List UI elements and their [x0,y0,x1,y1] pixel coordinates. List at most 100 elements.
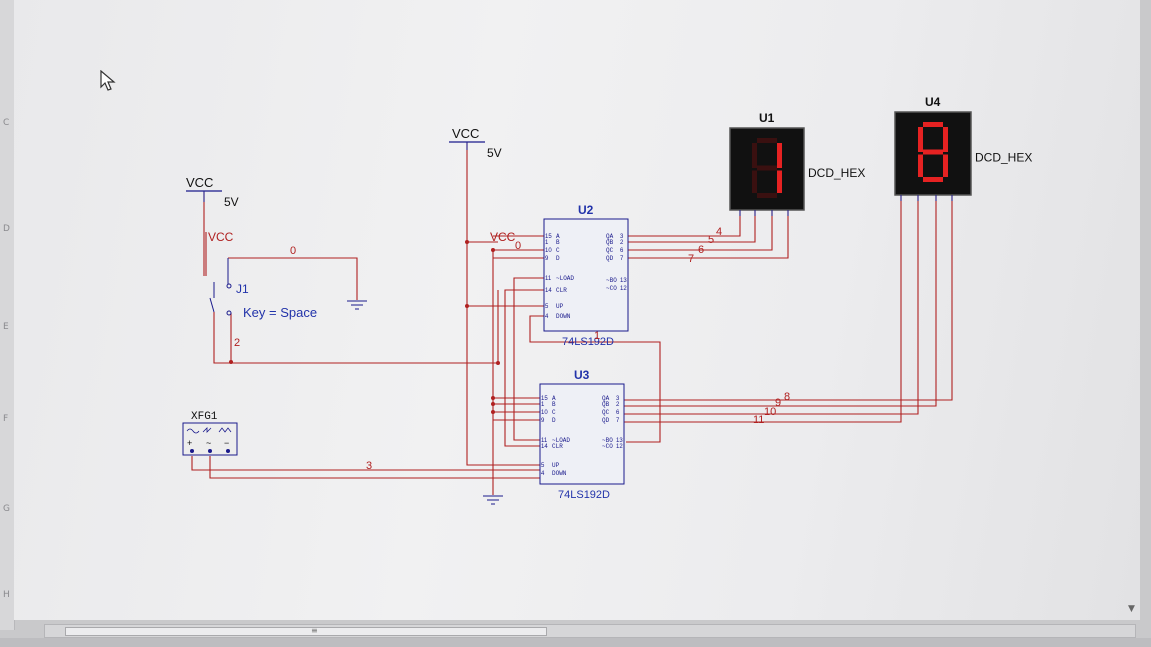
pin-name: ~LOAD [552,437,570,444]
net-label: 9 [775,397,781,409]
pin-name: UP [552,462,560,469]
vcc-label: VCC [452,126,479,141]
wire [628,210,756,243]
pin-name: ~BO [606,277,617,284]
pin-number: 12 [616,444,623,450]
j1-vcc-label: VCC [208,230,234,244]
wire [513,277,544,441]
switch-ref: J1 [236,282,249,296]
pin-name: UP [556,303,564,310]
counter-ref: U2 [578,203,594,217]
segment-c [777,170,782,193]
schematic-canvas[interactable]: VCC 5V VCC 5V VCC [14,0,1140,620]
switch-key-label: Key = Space [243,305,317,320]
net-label: 0 [515,240,521,252]
pin-number: 4 [541,471,545,477]
pin-number: 10 [545,248,552,254]
junction [496,361,500,365]
vcc-supply-left[interactable] [186,190,222,202]
pin-name: C [556,247,560,254]
wire [628,210,789,259]
wire [624,195,919,415]
segment-e [752,170,757,193]
row-letter: D [3,224,10,234]
wire [191,456,540,471]
function-generator-xfg1[interactable] [182,422,238,456]
pin-name: QD [606,255,614,262]
pin-number: 4 [545,314,549,320]
vcc-net-tag: VCC [490,230,516,244]
net-label: 0 [290,245,296,257]
pin-number: 1 [545,240,549,246]
pin-number: 5 [541,463,545,469]
vcc-voltage: 5V [224,195,239,209]
generator-pin-common: ~ [206,438,211,448]
wire [466,143,540,466]
pin-name: QA [602,395,610,402]
pin-name: QB [606,239,614,246]
status-strip [0,638,1151,647]
pin-number: 12 [620,286,627,292]
pin-number: 15 [541,396,548,402]
wire [624,195,902,423]
generator-ref: XFG1 [191,411,218,423]
pin-name: A [556,233,560,240]
pin-number: 2 [620,240,624,246]
pin-name: ~LOAD [556,275,574,282]
pin-name: ~CO [602,443,613,450]
pin-number: 9 [545,256,549,262]
pin-name: B [556,239,560,246]
counter-part: 74LS192D [558,489,610,501]
segment-e [918,154,923,177]
wire [504,289,544,447]
junction [465,240,469,244]
wire [624,195,937,407]
vcc-supply-center[interactable] [449,141,485,150]
pin-name: ~BO [602,437,613,444]
counter-ref: U3 [574,368,590,382]
display-type: DCD_HEX [975,151,1032,165]
pin-name: QA [606,233,614,240]
pin-name: QC [606,247,614,254]
net-label: 6 [698,244,704,256]
scroll-down-icon[interactable]: ▼ [1128,604,1135,614]
segment-f [752,143,757,168]
segment-g [757,165,777,171]
pin-name: D [556,255,560,262]
pin-number: 14 [545,288,552,294]
net-label: 1 [594,330,600,342]
ground-symbol[interactable] [347,300,367,310]
wire [213,312,498,364]
row-letter: H [3,590,10,600]
row-letter: E [3,322,9,332]
pin-name: DOWN [556,313,571,320]
pin-name: ~CO [606,285,617,292]
horizontal-scrollbar[interactable]: ≡ [44,624,1136,638]
pin-name: CLR [552,443,563,450]
row-letter: F [3,414,9,424]
scrollbar-thumb[interactable]: ≡ [65,626,547,636]
pin-name: DOWN [552,470,567,477]
segment-d [757,193,777,198]
row-letter: C [3,118,10,128]
pin-name: CLR [556,287,567,294]
segment-d [923,177,943,182]
ground-symbol[interactable] [483,495,503,505]
pin-number: 13 [616,438,623,444]
schematic-drawing[interactable]: VCC 5V VCC 5V VCC [14,0,1140,620]
net-label: 3 [366,460,372,472]
pin-number: 2 [616,402,620,408]
switch-j1[interactable] [209,258,232,316]
pin-name: C [552,409,556,416]
junction [491,402,495,406]
net-label: 8 [784,391,790,403]
net-label: 2 [234,337,240,349]
pin-number: 7 [616,418,620,424]
wire [624,195,953,401]
counter-part: 74LS192D [562,336,614,348]
